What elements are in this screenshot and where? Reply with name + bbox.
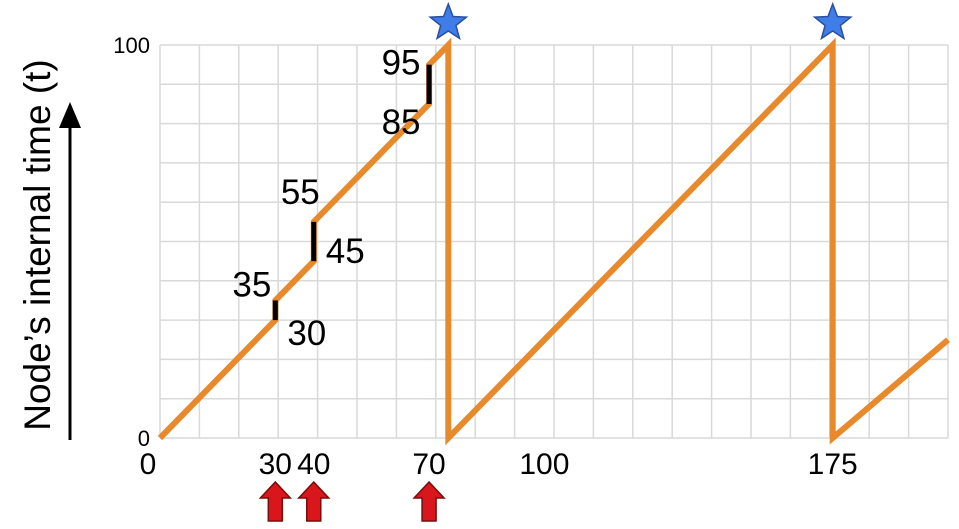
star-marker <box>428 1 469 41</box>
grid <box>159 44 949 439</box>
jump-to-label: 35 <box>232 265 271 304</box>
jump-to-label: 95 <box>382 44 421 83</box>
jump-from-label: 85 <box>382 103 421 142</box>
jump-from-label: 30 <box>287 314 326 353</box>
red-up-arrow <box>297 480 331 522</box>
star-markers <box>428 1 853 41</box>
event-arrows <box>258 480 446 522</box>
y-tick-label: 100 <box>113 33 150 58</box>
x-tick-label: 0 <box>140 448 157 481</box>
jump-from-label: 45 <box>326 232 365 271</box>
x-tick-label: 175 <box>808 448 858 481</box>
y-tick-label: 0 <box>138 426 150 451</box>
x-tick-label: 100 <box>519 448 569 481</box>
star-marker <box>812 1 853 41</box>
x-tick-label: 30 <box>259 448 292 481</box>
red-up-arrow <box>412 480 446 522</box>
red-up-arrow <box>258 480 293 522</box>
x-tick-label: 70 <box>412 448 445 481</box>
y-axis-label: Node’s internal time (t) <box>17 59 58 431</box>
y-axis-arrow-head <box>59 102 81 128</box>
jump-to-label: 55 <box>281 173 320 212</box>
y-axis-label-tspan: Node’s internal time (t) <box>17 59 58 431</box>
y-axis-arrow <box>59 102 81 440</box>
x-tick-label: 40 <box>297 448 330 481</box>
y-axis-label-text: Node’s internal time (t) <box>17 59 58 431</box>
